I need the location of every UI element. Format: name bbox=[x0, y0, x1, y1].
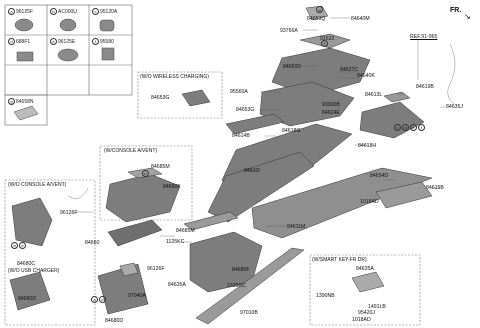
part-label: 84618G bbox=[282, 128, 301, 134]
part-label: 91632 bbox=[320, 36, 335, 42]
console-parts bbox=[9, 5, 433, 325]
callout-c: c bbox=[92, 8, 99, 15]
legend-code-b: AC000U bbox=[58, 8, 77, 15]
part-label: 84660 bbox=[85, 240, 100, 246]
part-label: 93766A bbox=[280, 28, 298, 34]
leader-lines bbox=[67, 17, 456, 243]
callout-d: d bbox=[8, 38, 15, 45]
part-label: 93300B bbox=[322, 102, 340, 108]
part-label: 84650D bbox=[283, 64, 302, 70]
reference-label: REF.91-965 bbox=[410, 34, 438, 40]
direction-arrow-icon: ↘ bbox=[464, 12, 471, 21]
part-label: 1491LB bbox=[368, 304, 386, 310]
callout-f: f bbox=[92, 38, 99, 45]
part-label: 84680D bbox=[105, 318, 124, 324]
legend-code-g: 84658N bbox=[16, 98, 34, 105]
part-label: 84685M bbox=[176, 228, 195, 234]
part-label: 84610I bbox=[244, 168, 260, 174]
part-label: 84653Q bbox=[307, 16, 326, 22]
part-label: 84640M bbox=[351, 16, 370, 22]
part-label: 84635A bbox=[356, 266, 374, 272]
part-label: 96126F bbox=[147, 266, 165, 272]
part-label: 84680F bbox=[232, 267, 250, 273]
part-label: 97040A bbox=[128, 293, 146, 299]
part-label: 84653G bbox=[151, 95, 170, 101]
part-label: 1125KC bbox=[166, 239, 185, 245]
section-console-vent: (W/CONSOLE A/VENT) bbox=[104, 148, 158, 154]
callout-f-diagram: f bbox=[321, 40, 329, 47]
part-label: 97010B bbox=[240, 310, 258, 316]
part-label: 95420J bbox=[358, 310, 376, 316]
part-label: 84635A bbox=[168, 282, 186, 288]
part-label: 84627C bbox=[340, 67, 359, 73]
part-label: 84611M bbox=[287, 224, 306, 230]
legend-part-icons bbox=[13, 18, 115, 121]
callout-a: a bbox=[8, 8, 15, 15]
part-label: 84615B bbox=[426, 185, 444, 191]
legend-code-e: 96125E bbox=[58, 38, 76, 45]
part-label: 1390NB bbox=[316, 293, 335, 299]
part-label: 96126F bbox=[60, 210, 78, 216]
legend-code-f: 95580 bbox=[100, 38, 114, 45]
legend-code-c: 95120A bbox=[100, 8, 118, 15]
callout-b-diagram: b bbox=[142, 170, 150, 177]
part-label: 84653G bbox=[236, 107, 255, 113]
part-label: 84685M bbox=[151, 164, 170, 170]
part-label: 1339CC bbox=[227, 283, 247, 289]
legend-code-d: 688F1 bbox=[16, 38, 31, 45]
part-label: 84624E bbox=[322, 110, 340, 116]
section-smart-key: (W/SMART KEY-FR DR) bbox=[312, 257, 367, 263]
callout-e: e bbox=[50, 38, 57, 45]
part-label: 84654D bbox=[370, 173, 389, 179]
part-label: 84640K bbox=[357, 73, 375, 79]
section-wo-usb: (W/O USB CHARGER) bbox=[8, 268, 60, 274]
part-label: 84680C bbox=[17, 261, 36, 267]
part-label: 1018AD bbox=[360, 199, 379, 205]
part-label: 95560A bbox=[230, 89, 248, 95]
section-wo-console-vent: (W/O CONSOLE A/VENT) bbox=[8, 182, 67, 188]
section-wireless: (W/O WIRELESS CHARGING) bbox=[140, 74, 209, 80]
part-label: 84618H bbox=[358, 143, 377, 149]
callout-g: g bbox=[8, 98, 15, 105]
section-boxes bbox=[4, 71, 421, 326]
legend-grid-lines bbox=[4, 4, 133, 126]
callout-b: b bbox=[50, 8, 57, 15]
part-label: 84619B bbox=[416, 84, 434, 90]
part-label: 1018AD bbox=[352, 317, 371, 323]
callout-g-diagram: g bbox=[316, 6, 324, 13]
part-label: 84680F bbox=[163, 184, 181, 190]
part-label: 84680D bbox=[18, 296, 37, 302]
part-label: 84613L bbox=[365, 92, 383, 98]
direction-label: FR. bbox=[450, 7, 462, 14]
part-label: 84614B bbox=[232, 133, 250, 139]
part-label: 84635J bbox=[446, 104, 464, 110]
legend-code-a: 96125F bbox=[16, 8, 33, 15]
